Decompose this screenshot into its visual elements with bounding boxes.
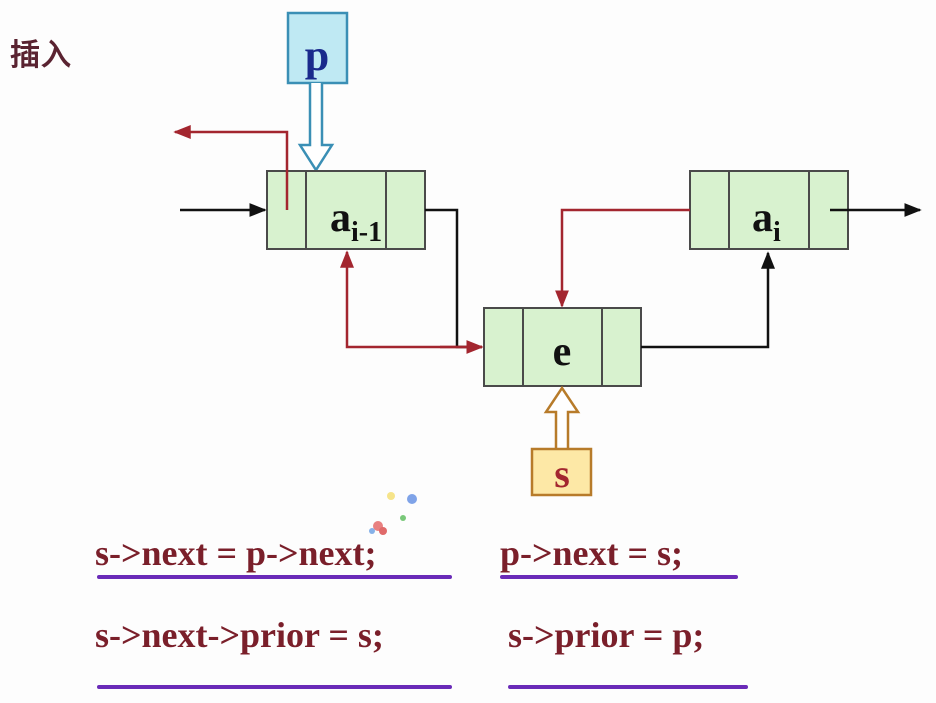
node-middle-label: e bbox=[553, 329, 572, 375]
next-prior-link bbox=[555, 208, 690, 308]
pointer-s: s bbox=[530, 385, 593, 497]
code-line2-left-underline bbox=[97, 685, 452, 689]
node-right: ai bbox=[689, 170, 849, 250]
pointer-p-arrow bbox=[297, 83, 335, 173]
decorative-dots bbox=[369, 492, 417, 535]
s-next-link bbox=[641, 251, 775, 349]
code-line2-right-underline bbox=[508, 685, 748, 689]
code-line1-left: s->next = p->next; bbox=[95, 533, 377, 573]
old-next-link bbox=[425, 208, 482, 349]
pointer-p-label: p bbox=[305, 31, 329, 80]
node-right-label: a bbox=[752, 195, 773, 241]
node-left-label: a bbox=[330, 195, 351, 241]
code-line1-left-underline bbox=[97, 575, 452, 579]
node-left-subscript: i-1 bbox=[351, 217, 382, 248]
node-left: ai-1 bbox=[266, 170, 426, 250]
slide-title: 插入 bbox=[10, 38, 72, 73]
s-prior-link bbox=[340, 250, 482, 349]
code-line1-right-underline bbox=[500, 575, 738, 579]
code-line2-left: s->next->prior = s; bbox=[95, 615, 384, 655]
svg-text:ai-1: ai-1 bbox=[330, 195, 382, 248]
pointer-p: p bbox=[286, 11, 349, 173]
code-line1-right: p->next = s; bbox=[500, 533, 684, 573]
code-line2-right: s->prior = p; bbox=[508, 615, 705, 655]
node-middle: e bbox=[483, 307, 642, 387]
pointer-s-arrow bbox=[543, 385, 581, 450]
node-right-subscript: i bbox=[773, 217, 781, 248]
svg-text:ai: ai bbox=[752, 195, 781, 248]
outgoing-prior-arrow bbox=[173, 125, 289, 210]
pointer-s-label: s bbox=[554, 451, 570, 496]
